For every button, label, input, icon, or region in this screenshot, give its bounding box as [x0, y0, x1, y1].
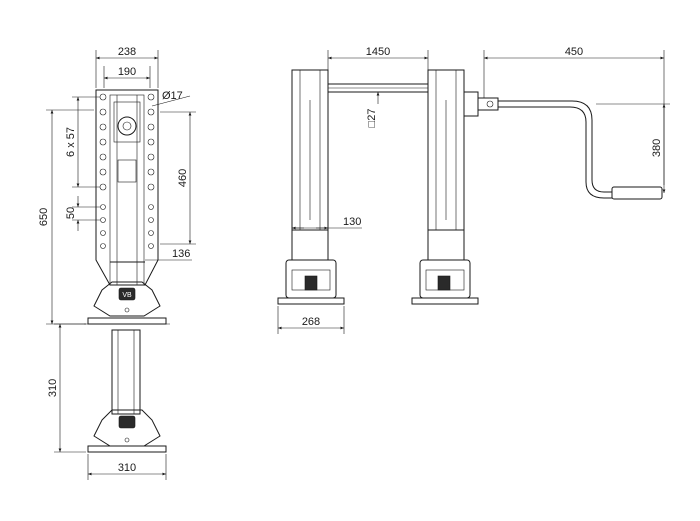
- side-dimensions: 1450 □27 450 380 130 268: [277, 46, 670, 334]
- dim-hole-diameter: Ø17: [162, 90, 183, 102]
- dim-foot-extension: 310: [47, 379, 59, 397]
- dim-column-width: 130: [343, 216, 361, 228]
- dim-hole-spacing: 50: [65, 207, 77, 219]
- dim-shaft-section: □27: [366, 109, 378, 128]
- brand-logo-text: VB: [122, 292, 132, 299]
- side-view: [277, 69, 663, 305]
- dim-inner-height: 460: [177, 169, 189, 187]
- front-view: VB: [84, 89, 170, 453]
- dim-lower-width: 136: [172, 248, 190, 260]
- brand-logo-lower: [118, 415, 136, 429]
- front-dimensions: 238 190 Ø17 6 x 57 650 460 50 136: [38, 46, 196, 480]
- dim-overall-height: 650: [38, 208, 50, 226]
- dim-shaft-length: 1450: [366, 46, 390, 58]
- dim-handle-length: 450: [565, 46, 583, 58]
- dim-top-width: 238: [118, 46, 136, 58]
- dim-handle-height: 380: [651, 139, 663, 157]
- dim-foot-width: 310: [118, 462, 136, 474]
- brand-logo: [118, 287, 136, 301]
- dim-inner-width: 190: [118, 66, 136, 78]
- dim-hole-pattern: 6 x 57: [65, 127, 77, 157]
- mounting-holes-left: [99, 93, 107, 249]
- dim-base-width: 268: [302, 316, 320, 328]
- mounting-holes-right: [147, 93, 155, 249]
